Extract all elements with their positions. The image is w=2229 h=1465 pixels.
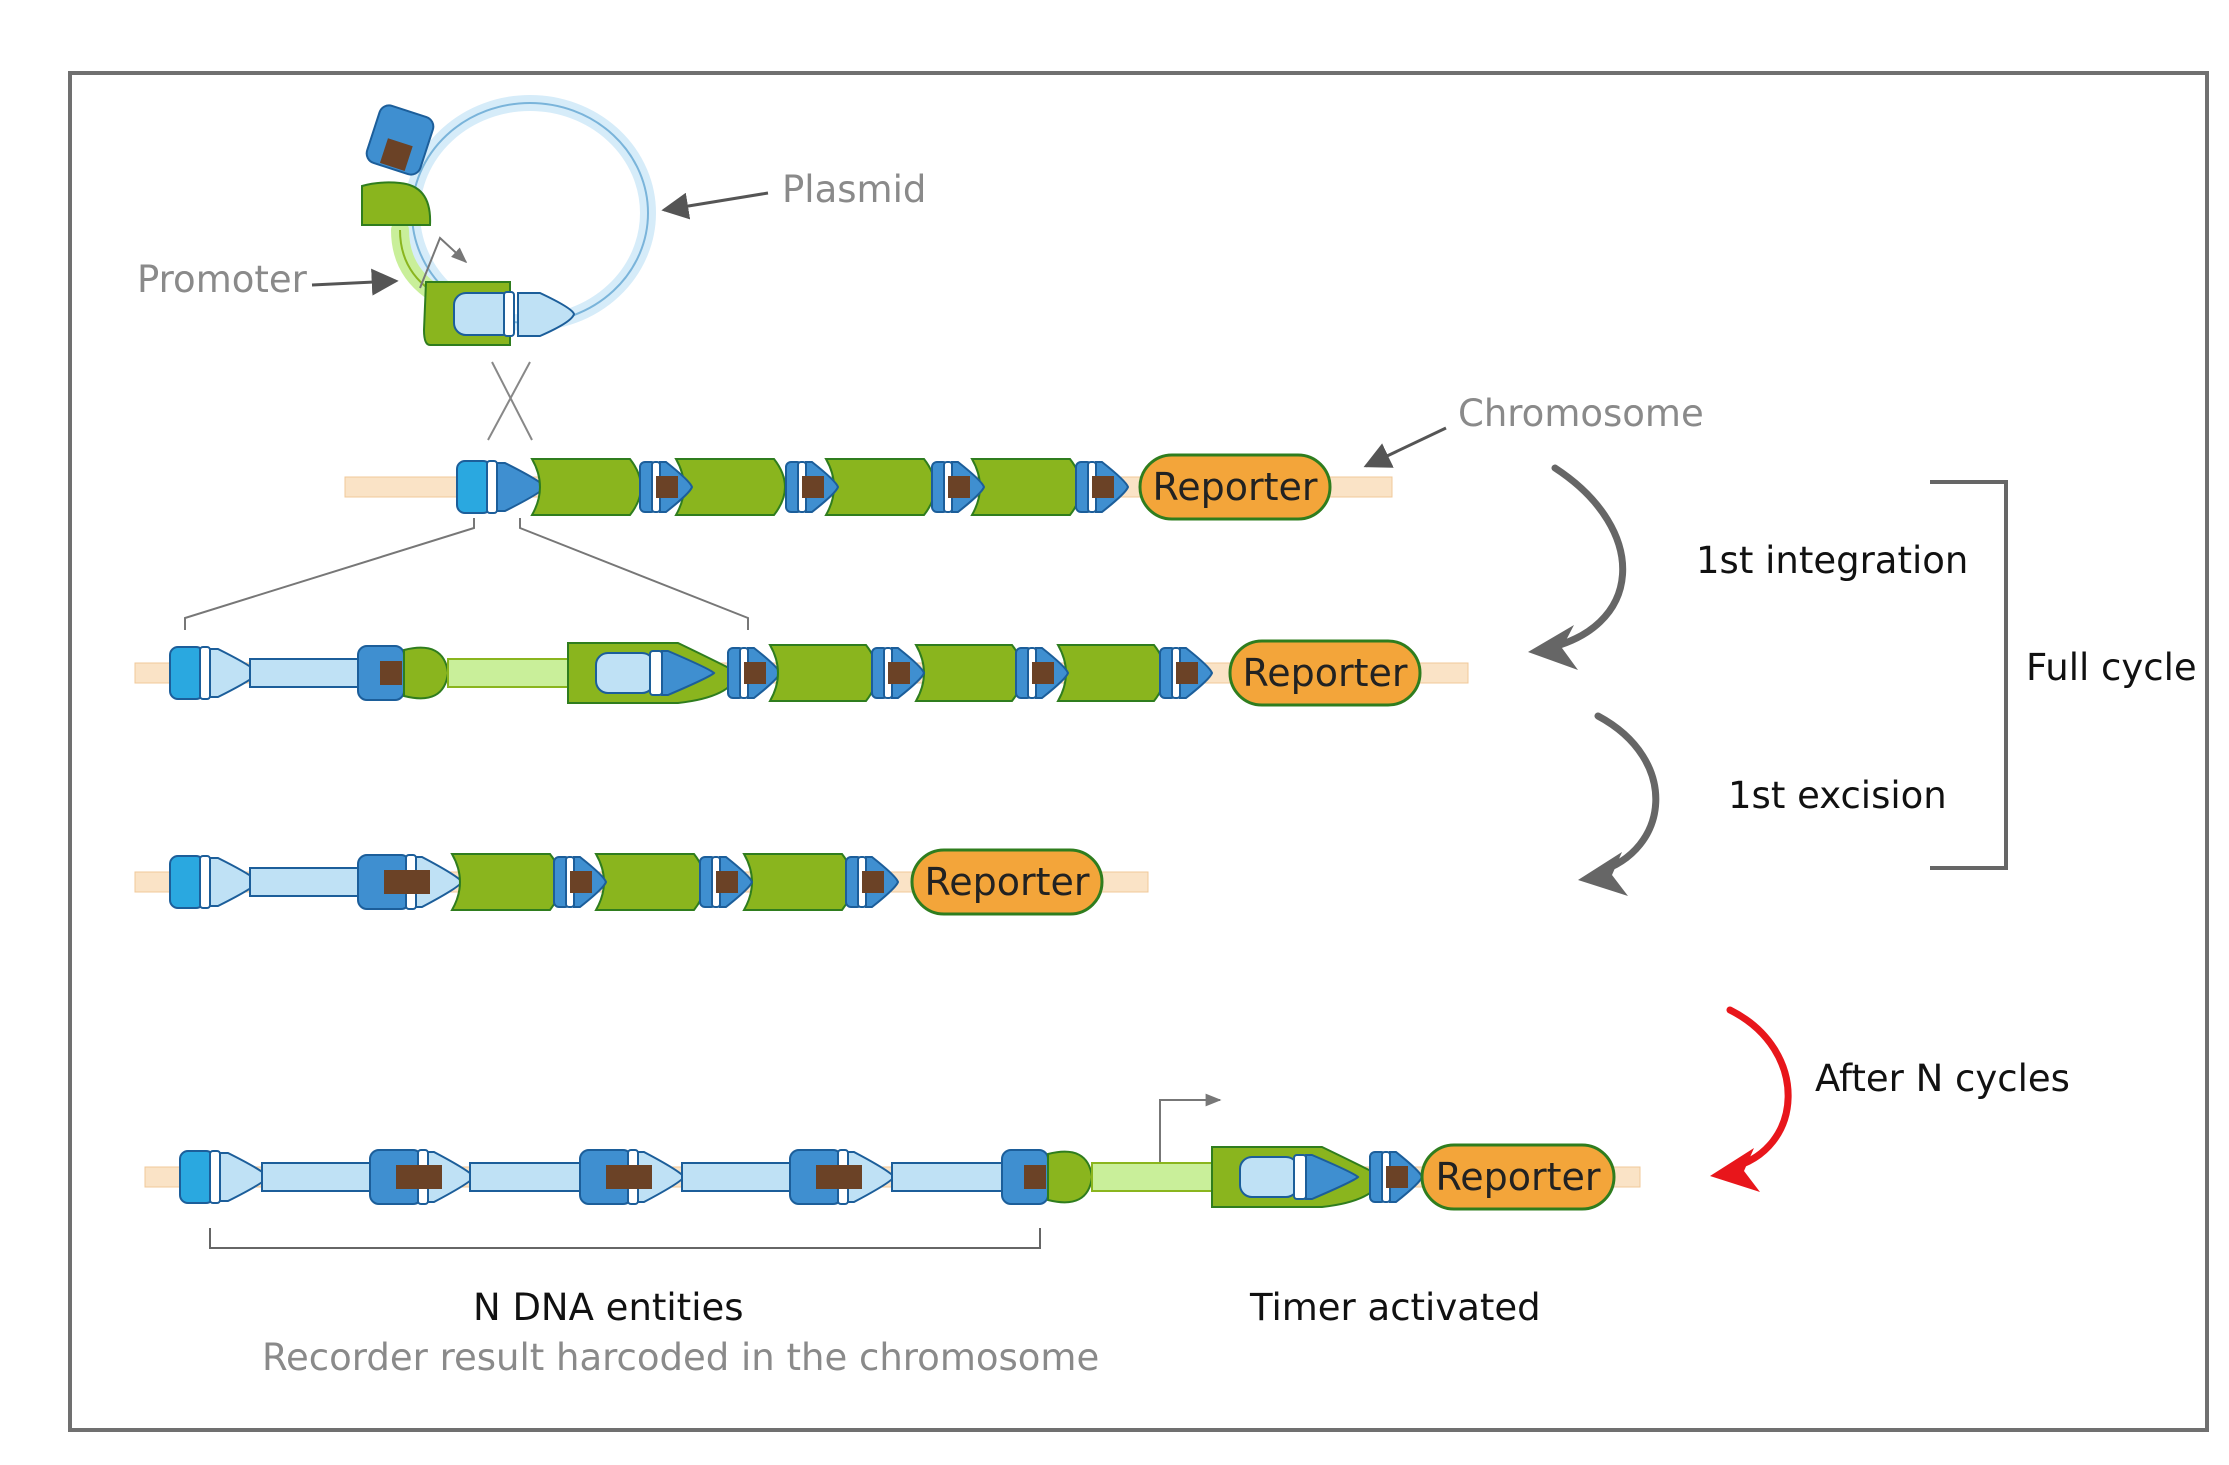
plasmid-label: Plasmid <box>782 168 926 211</box>
cassette-tip <box>1305 1154 1360 1200</box>
brown-marker <box>396 1165 442 1189</box>
brown-marker <box>1024 1165 1046 1189</box>
after-n-cycles: Reporter <box>144 1143 1641 1211</box>
green-cassette <box>530 458 642 516</box>
recorder-result-label: Recorder result harcoded in the chromoso… <box>262 1336 1099 1379</box>
brown-marker <box>380 661 402 685</box>
excision-arrowhead <box>1578 852 1628 896</box>
chromosome-initial: Reporter <box>344 453 1393 521</box>
reporter-label: Reporter <box>1153 465 1318 509</box>
brown-marker <box>816 1165 862 1189</box>
after-n-cycles-label: After N cycles <box>1815 1057 2070 1100</box>
dna-segment <box>447 658 571 688</box>
green-cassette <box>742 853 854 911</box>
brown-marker <box>744 662 766 684</box>
timer-promoter-arrow <box>1159 1093 1222 1166</box>
plasmid-pointer <box>661 191 769 220</box>
green-cassette <box>824 458 936 516</box>
green-half <box>403 646 450 700</box>
start-site <box>169 646 205 700</box>
figure-frame <box>68 71 2209 1432</box>
brown-marker <box>1386 1166 1408 1188</box>
dna-segment <box>249 658 361 688</box>
brown-marker <box>948 476 970 498</box>
full-cycle-bracket <box>1930 480 2008 870</box>
green-cassette <box>970 458 1082 516</box>
dna-segment <box>891 1162 1005 1192</box>
timer-activated-label: Timer activated <box>1249 1286 1541 1329</box>
zoom-lines <box>184 518 749 630</box>
start-site <box>179 1150 215 1204</box>
brown-marker <box>1032 662 1054 684</box>
integration-arrowhead <box>1528 625 1578 670</box>
excision-arrow <box>1594 712 1660 876</box>
reporter-gene <box>910 848 1104 916</box>
promoter-pointer <box>311 268 399 296</box>
chromosome-pointer <box>1363 426 1447 468</box>
cassette-tip <box>661 650 716 696</box>
green-cassette <box>1056 644 1166 702</box>
dna-segment <box>261 1162 373 1192</box>
plasmid-green-part <box>361 181 432 226</box>
n-cycles-arrowhead <box>1710 1148 1760 1192</box>
green-cassette <box>594 853 706 911</box>
brown-marker <box>1176 662 1198 684</box>
cassette-core <box>595 652 655 694</box>
green-cassette <box>450 853 562 911</box>
start-site <box>169 855 205 909</box>
reporter-label: Reporter <box>925 860 1090 904</box>
brown-marker <box>656 476 678 498</box>
plasmid-attachment-site <box>365 104 435 176</box>
reporter-label: Reporter <box>1243 651 1408 695</box>
cassette-core <box>1239 1156 1299 1198</box>
dna-segment <box>1091 1162 1215 1192</box>
brown-marker <box>888 662 910 684</box>
reporter-gene <box>1228 639 1422 707</box>
plasmid-promoter-segment-edge <box>399 229 431 291</box>
n-cycles-arrow <box>1726 1006 1792 1172</box>
brown-marker <box>1092 476 1114 498</box>
plasmid-promoter-arrow <box>419 236 468 289</box>
brown-marker <box>862 871 884 893</box>
promoter-label: Promoter <box>137 258 308 301</box>
start-site-tip <box>219 1152 270 1202</box>
brown-marker <box>606 1165 652 1189</box>
dna-segment <box>249 867 361 897</box>
first-integration-label: 1st integration <box>1696 539 1968 582</box>
integration-arrow <box>1536 464 1626 654</box>
green-cassette <box>768 644 878 702</box>
reporter-gene <box>1138 453 1332 521</box>
recombination-crossover <box>487 361 533 441</box>
dna-segment <box>681 1162 793 1192</box>
plasmid <box>361 95 656 346</box>
brown-marker <box>570 871 592 893</box>
n-dna-entities-label: N DNA entities <box>473 1286 744 1329</box>
green-half <box>1047 1150 1094 1204</box>
first-excision-label: 1st excision <box>1728 774 1947 817</box>
full-cycle-label: Full cycle <box>2026 646 2197 689</box>
chromosome-label: Chromosome <box>1458 392 1704 435</box>
n-entities-bracket <box>209 1228 1041 1249</box>
start-site <box>456 460 492 514</box>
reporter-label: Reporter <box>1436 1155 1601 1199</box>
dna-segment <box>469 1162 583 1192</box>
brown-marker <box>802 476 824 498</box>
green-cassette <box>914 644 1024 702</box>
after-first-integration: Reporter <box>134 639 1469 707</box>
brown-marker <box>716 871 738 893</box>
brown-marker <box>384 870 430 894</box>
reporter-gene <box>1420 1143 1616 1211</box>
plasmid-cassette-tip <box>517 292 576 337</box>
after-first-excision: Reporter <box>134 848 1149 916</box>
